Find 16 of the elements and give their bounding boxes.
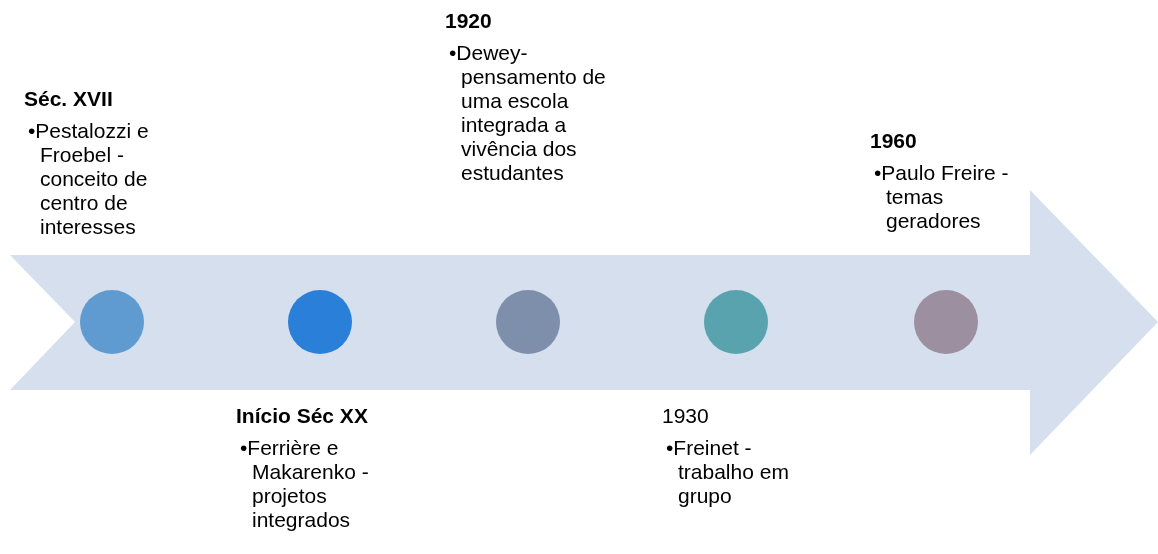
bullet-text: •Dewey-pensamento de uma escola integrada a vivência dos estudantes [449,41,607,185]
date-heading: Séc. XVII [24,86,114,111]
timeline-arrow [10,190,1158,455]
bullet-text: •Pestalozzi e Froebel - conceito de centro de interesses [28,119,150,239]
timeline-marker [495,289,561,355]
date-heading: 1930 [662,403,710,428]
bullet-text: •Paulo Freire - temas geradores [874,161,1010,233]
bullet-text: •Freinet - trabalho em grupo [666,436,790,508]
timeline-marker [703,289,769,355]
date-heading: Início Séc XX [236,403,369,428]
timeline-marker [79,289,145,355]
bullet-text: •Ferrière e Makarenko - projetos integrados [240,436,370,532]
timeline-marker [287,289,353,355]
date-heading: 1960 [870,128,918,153]
date-heading: 1920 [445,8,493,33]
timeline-marker [913,289,979,355]
